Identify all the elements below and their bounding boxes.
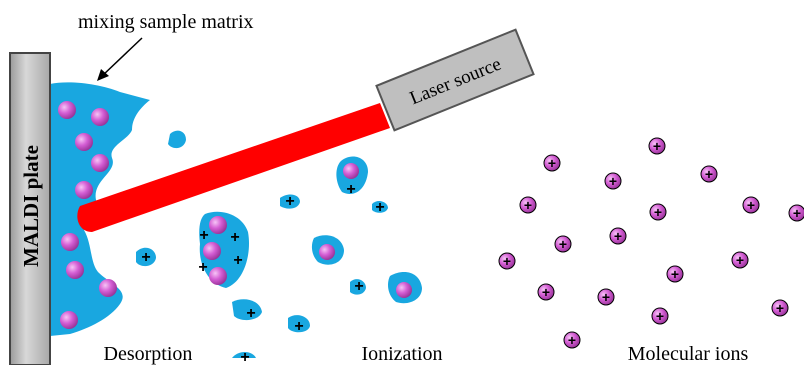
laser-source: Laser source (375, 28, 535, 132)
molecular-ion: + (731, 251, 749, 269)
plus-sign: + (246, 305, 255, 322)
molecular-ion-cloud: + + + + + + + + + + + + + + + + + + (498, 137, 804, 349)
molecule (396, 282, 412, 298)
molecular-ion: + (649, 203, 667, 221)
stage-label-ionization: Ionization (361, 343, 442, 365)
svg-text:+: + (559, 236, 567, 252)
svg-text:+: + (793, 205, 801, 221)
svg-text:+: + (524, 197, 532, 213)
molecular-ion: + (651, 307, 669, 325)
plus-sign: + (375, 199, 384, 216)
molecule (343, 163, 359, 179)
molecular-ion: + (543, 154, 561, 172)
svg-text:+: + (656, 308, 664, 324)
molecule (99, 279, 117, 297)
svg-text:+: + (671, 266, 679, 282)
molecule (91, 108, 109, 126)
molecule (75, 181, 93, 199)
molecular-ion: + (788, 204, 804, 222)
svg-text:+: + (654, 204, 662, 220)
laser-beam (77, 103, 391, 232)
droplet-charges: + + + + + + + + + + + + (141, 181, 384, 365)
svg-text:+: + (609, 173, 617, 189)
svg-text:+: + (705, 166, 713, 182)
svg-text:+: + (568, 332, 576, 348)
molecule (61, 233, 79, 251)
molecule (203, 242, 221, 260)
molecular-ion: + (519, 196, 537, 214)
molecule (75, 133, 93, 151)
molecule (91, 154, 109, 172)
molecule (319, 244, 335, 260)
molecular-ion: + (563, 331, 581, 349)
matrix-label: mixing sample matrix (78, 11, 254, 33)
molecular-ion: + (700, 165, 718, 183)
molecular-ion: + (604, 172, 622, 190)
plus-sign: + (294, 318, 303, 335)
neutral-molecules (58, 101, 412, 329)
svg-text:+: + (602, 289, 610, 305)
plus-sign: + (346, 181, 355, 198)
molecule (58, 101, 76, 119)
plus-sign: + (354, 278, 363, 295)
stage-label-desorption: Desorption (104, 343, 193, 365)
plus-sign: + (141, 249, 150, 266)
svg-text:+: + (542, 284, 550, 300)
plate-label: MALDI plate (19, 145, 43, 267)
molecular-ion: + (666, 265, 684, 283)
molecule (209, 216, 227, 234)
molecule (209, 267, 227, 285)
matrix-arrow (101, 37, 143, 77)
molecular-ion: + (609, 227, 627, 245)
molecule (66, 261, 84, 279)
stage-label-molecular-ions: Molecular ions (628, 343, 749, 365)
svg-text:+: + (653, 138, 661, 154)
plus-sign: + (233, 252, 242, 269)
svg-text:+: + (614, 228, 622, 244)
plus-sign: + (285, 193, 294, 210)
svg-text:+: + (747, 197, 755, 213)
molecular-ion: + (771, 299, 789, 317)
molecular-ion: + (597, 288, 615, 306)
molecular-ion: + (742, 196, 760, 214)
molecular-ion: + (498, 252, 516, 270)
svg-text:+: + (736, 252, 744, 268)
plus-sign: + (198, 259, 207, 276)
maldi-plate (9, 52, 51, 365)
molecular-ion: + (648, 137, 666, 155)
molecular-ion: + (537, 283, 555, 301)
svg-text:+: + (776, 300, 784, 316)
molecular-ion: + (554, 235, 572, 253)
plus-sign: + (230, 229, 239, 246)
plus-sign: + (240, 349, 249, 365)
svg-text:+: + (503, 253, 511, 269)
molecule (60, 311, 78, 329)
plus-sign: + (199, 227, 208, 244)
matrix-arrowhead (97, 69, 109, 81)
svg-text:+: + (548, 155, 556, 171)
